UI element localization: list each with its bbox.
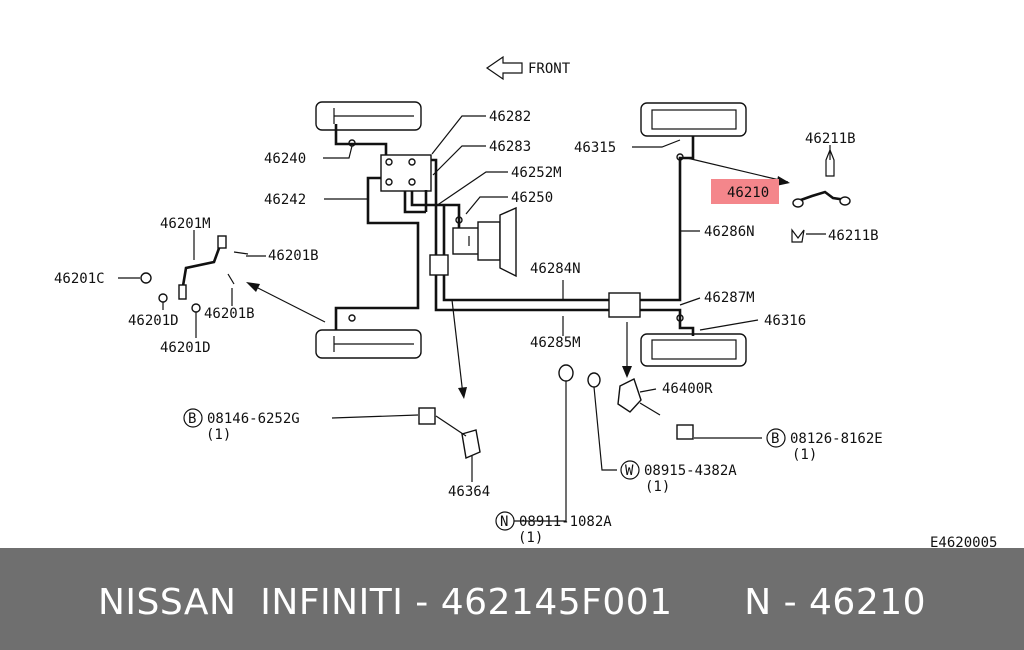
label-46282: 46282 [489,109,531,125]
diagram-code: E4620005 [930,535,997,548]
label-46242: 46242 [264,192,306,208]
clip-46211B-top [825,148,835,177]
fastener-w1-code: 08915-4382A [644,463,737,479]
fastener-n1: N 08911-1082A (1) [495,511,612,546]
label-46201M: 46201M [160,216,211,232]
front-hose-assembly [140,235,249,313]
arrows [246,157,790,399]
label-46211B-bottom: 46211B [828,228,879,244]
fastener-b1-qty: (1) [206,427,231,443]
fastener-b2-qty: (1) [792,447,817,463]
bracket-46364 [418,407,481,459]
label-46211B-top: 46211B [805,131,856,147]
label-46201D-b: 46201D [160,340,211,356]
label-46240: 46240 [264,151,306,167]
fastener-b2: B 08126-8162E (1) [766,428,883,463]
hose-46210 [792,190,851,208]
label-46252M: 46252M [511,165,562,181]
fastener-b1-mark: B [188,411,196,427]
label-46284N: 46284N [530,261,581,277]
clip-46211B-bottom [791,228,805,243]
fastener-b1-code: 08146-6252G [207,411,300,427]
label-46286N: 46286N [704,224,755,240]
fastener-b1: B 08146-6252G (1) [183,408,300,443]
brake-lines [334,124,695,336]
wheel-rear-right [640,333,747,367]
brake-booster [452,206,517,278]
label-46250: 46250 [511,190,553,206]
fastener-b2-mark: B [771,431,779,447]
front-label: FRONT [528,61,571,77]
fastener-w1-mark: W [625,463,634,479]
footer-bar: NISSAN INFINITI - 462145F001 N - 46210 [0,548,1024,650]
highlight-46210 [711,179,779,204]
wheel-front-left [315,101,422,131]
fastener-n1-qty: (1) [518,530,543,546]
nut-washer [558,364,601,388]
label-46285M: 46285M [530,335,581,351]
label-46210: 46210 [727,185,769,201]
fastener-w1: W 08915-4382A (1) [620,460,737,495]
label-46315: 46315 [574,140,616,156]
wheel-rear-left [315,329,422,359]
fastener-n1-mark: N [500,514,508,530]
label-46400R: 46400R [662,381,713,397]
wheel-front-right [640,102,747,137]
footer-title: NISSAN INFINITI - 462145F001 N - 46210 [97,582,927,623]
fastener-b2-code: 08126-8162E [790,431,883,447]
label-46287M: 46287M [704,290,755,306]
label-46283: 46283 [489,139,531,155]
label-46201D-a: 46201D [128,313,179,329]
brake-line-diagram: FRONT [54,55,997,551]
leader-lines [118,115,831,522]
fastener-n1-code: 08911-1082A [519,514,612,530]
fastener-w1-qty: (1) [645,479,670,495]
label-46201B-b: 46201B [204,306,255,322]
label-46201B-a: 46201B [268,248,319,264]
label-46364: 46364 [448,484,490,500]
label-46316: 46316 [764,313,806,329]
caliper-46400R [617,378,694,440]
label-46201C: 46201C [54,271,105,287]
front-arrow-icon [485,55,523,81]
